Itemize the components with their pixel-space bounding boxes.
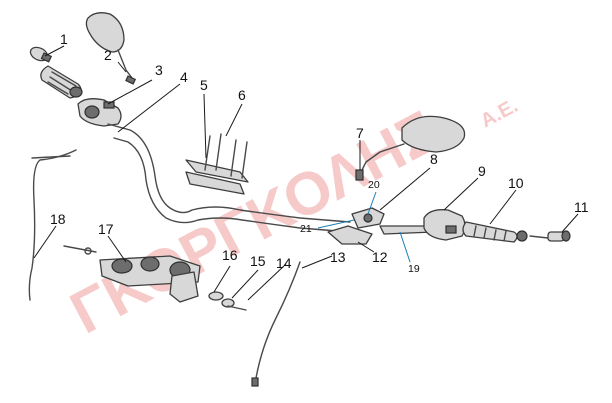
callout-8: 8 (430, 151, 438, 167)
callout-17: 17 (98, 221, 114, 237)
callout-19: 19 (408, 263, 420, 275)
leader-lines (33, 45, 579, 301)
part-10-throttle-grip (462, 221, 528, 243)
part-4-handlebar (107, 123, 351, 233)
part-8-brake-lever-assembly (351, 207, 435, 235)
part-2-left-mirror (85, 12, 137, 85)
part-1-bar-end (29, 46, 53, 63)
part-9-right-switch (423, 209, 466, 241)
callout-14: 14 (276, 255, 292, 271)
part-12-lever-clamp (327, 225, 373, 245)
callout-2: 2 (104, 47, 112, 63)
callout-12: 12 (372, 249, 388, 265)
callout-11: 11 (574, 199, 589, 215)
callout-21: 21 (300, 223, 312, 235)
part-11-bar-end-right (529, 230, 571, 242)
part-18-cable (28, 149, 77, 301)
callout-3: 3 (155, 62, 163, 78)
callout-13: 13 (330, 249, 346, 265)
callout-6: 6 (238, 87, 246, 103)
callout-15: 15 (250, 253, 266, 269)
callout-5: 5 (200, 77, 208, 93)
callout-16: 16 (222, 247, 238, 263)
callout-18: 18 (50, 211, 66, 227)
part-13-14-throttle-cable (251, 261, 301, 387)
callout-20: 20 (368, 179, 380, 191)
callout-1: 1 (60, 31, 68, 47)
watermark-suffix: Α.Ε. (477, 95, 522, 133)
part-15-16-washers (208, 291, 247, 311)
part-7-right-mirror (355, 115, 466, 181)
callout-4: 4 (180, 69, 188, 85)
part-left-grip (40, 65, 83, 99)
callout-10: 10 (508, 175, 524, 191)
part-3-left-switch (77, 98, 122, 127)
part-17-lower-clamp (63, 245, 201, 303)
callout-7: 7 (356, 125, 364, 141)
callout-9: 9 (478, 163, 486, 179)
callout-labels: 1 2 3 4 5 6 7 8 9 10 11 12 13 14 15 16 1… (50, 31, 589, 275)
part-5-6-upper-clamps (185, 133, 249, 195)
